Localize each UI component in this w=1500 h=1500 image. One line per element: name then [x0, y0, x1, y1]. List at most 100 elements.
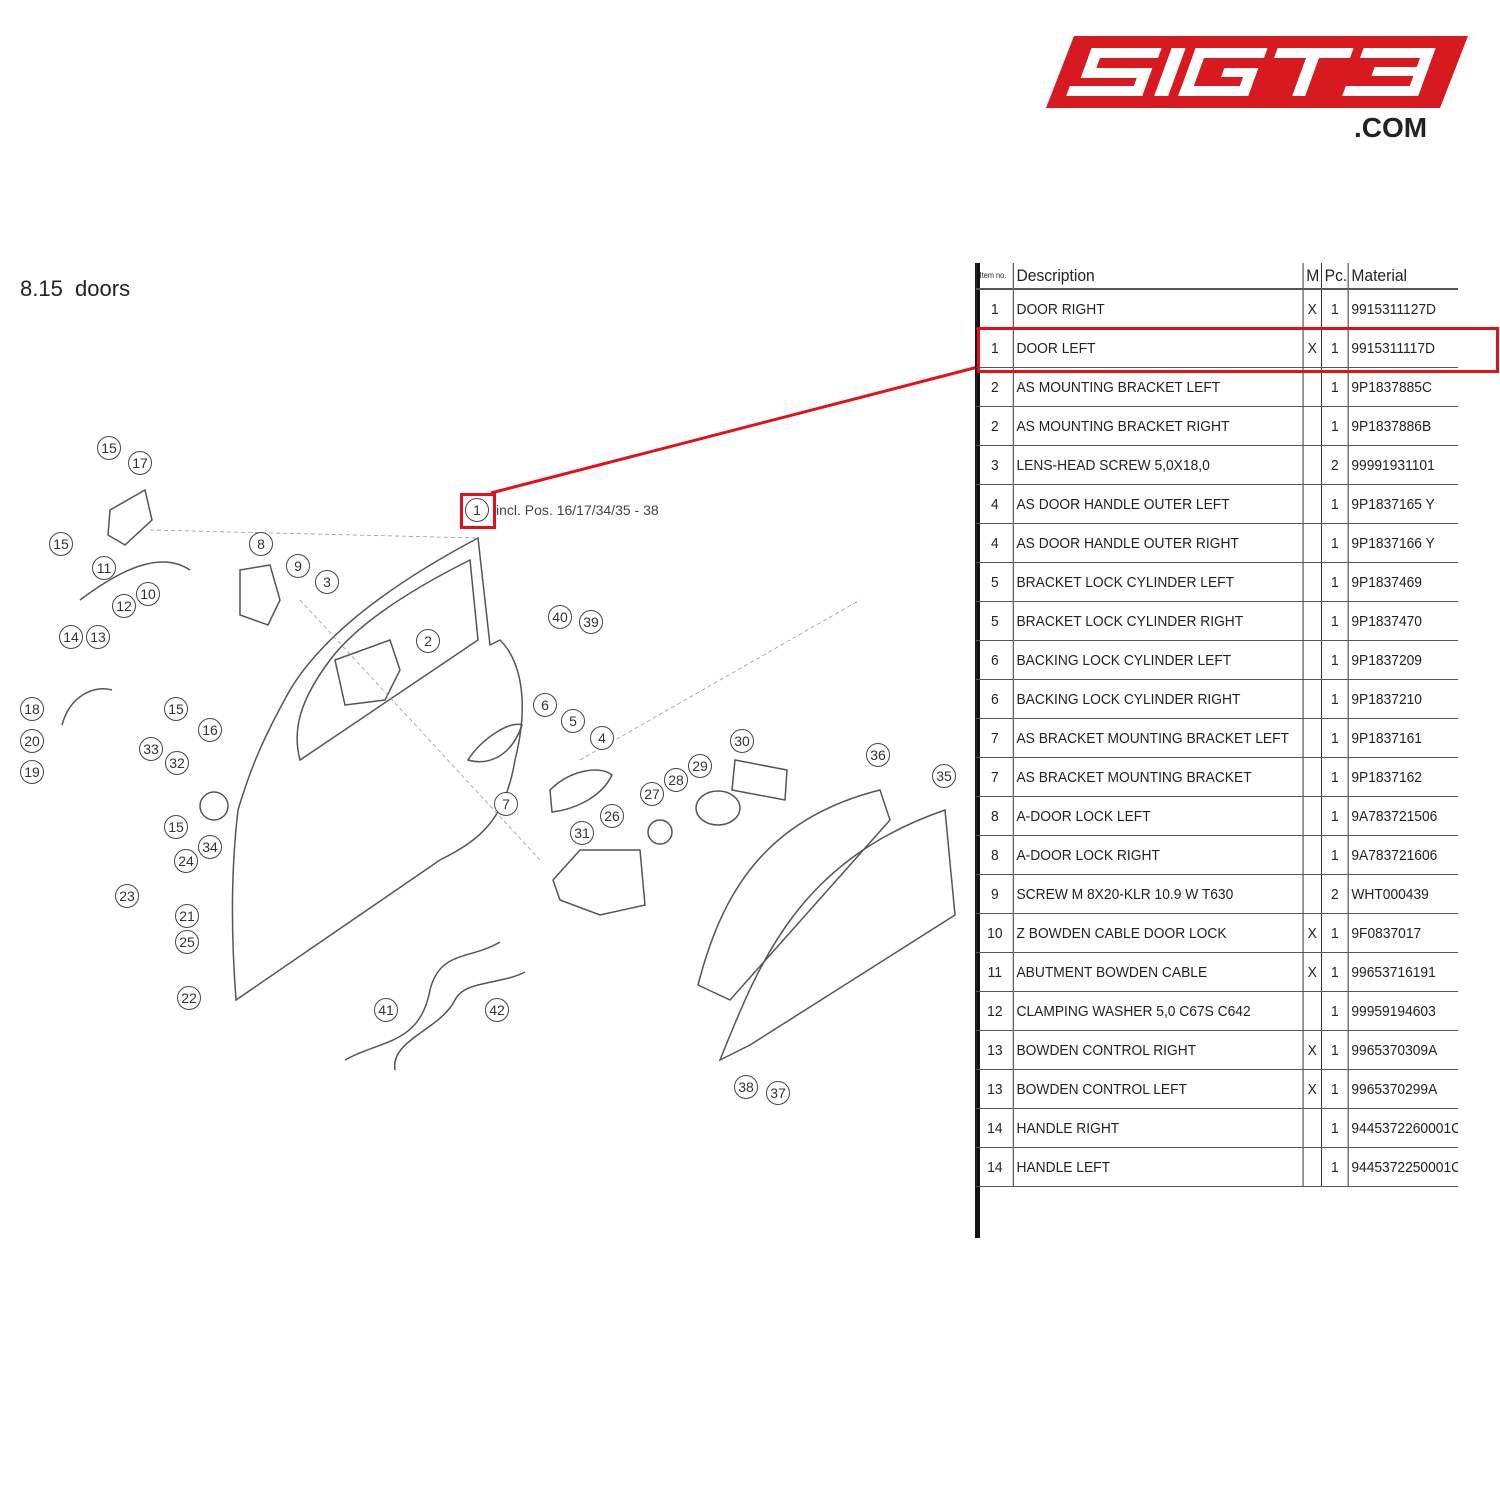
- row-item-no: 14: [976, 1147, 1014, 1187]
- row-pc: 1: [1320, 718, 1349, 758]
- row-material: 9965370309A: [1347, 1030, 1459, 1070]
- callout-22[interactable]: 22: [177, 986, 201, 1010]
- callout-15[interactable]: 15: [164, 697, 188, 721]
- row-material: 9P1837209: [1347, 640, 1459, 680]
- callout-30[interactable]: 30: [730, 729, 754, 753]
- callout-15[interactable]: 15: [97, 436, 121, 460]
- callout-42[interactable]: 42: [485, 998, 509, 1022]
- callout-7[interactable]: 7: [494, 792, 518, 816]
- row-description: AS BRACKET MOUNTING BRACKET: [1012, 757, 1304, 797]
- row-description: BACKING LOCK CYLINDER LEFT: [1012, 640, 1304, 680]
- callout-33[interactable]: 33: [139, 737, 163, 761]
- row-pc: 1: [1320, 484, 1349, 524]
- callout-8[interactable]: 8: [249, 532, 273, 556]
- callout-6[interactable]: 6: [533, 693, 557, 717]
- row-pc: 1: [1320, 835, 1349, 875]
- row-m: X: [1302, 1030, 1322, 1070]
- callout-25[interactable]: 25: [175, 930, 199, 954]
- callout-41[interactable]: 41: [374, 998, 398, 1022]
- callout-1[interactable]: 1: [465, 498, 489, 522]
- callout-5[interactable]: 5: [561, 709, 585, 733]
- row-material: 9P1837470: [1347, 601, 1459, 641]
- callout-15[interactable]: 15: [164, 815, 188, 839]
- row-description: Z BOWDEN CABLE DOOR LOCK: [1012, 913, 1304, 953]
- callout-37[interactable]: 37: [766, 1081, 790, 1105]
- callout-38[interactable]: 38: [734, 1075, 758, 1099]
- callout-12[interactable]: 12: [112, 594, 136, 618]
- callout-36[interactable]: 36: [866, 743, 890, 767]
- callout-10[interactable]: 10: [136, 582, 160, 606]
- callout-11[interactable]: 11: [92, 556, 116, 580]
- callout-40[interactable]: 40: [548, 605, 572, 629]
- callout-24[interactable]: 24: [174, 849, 198, 873]
- callout-32[interactable]: 32: [165, 751, 189, 775]
- row-item-no: 11: [976, 952, 1014, 992]
- callout-20[interactable]: 20: [20, 729, 44, 753]
- row-material: 9P1837885C: [1347, 367, 1459, 407]
- callout-39[interactable]: 39: [579, 610, 603, 634]
- callout-2[interactable]: 2: [416, 629, 440, 653]
- callout-35[interactable]: 35: [932, 764, 956, 788]
- callout-17[interactable]: 17: [128, 451, 152, 475]
- door-handle: [549, 769, 613, 813]
- wiring-harness-42: [394, 971, 526, 1071]
- row-m: [1302, 874, 1322, 914]
- callout-14[interactable]: 14: [59, 625, 83, 649]
- row-pc: 2: [1320, 445, 1349, 485]
- callout-23[interactable]: 23: [115, 884, 139, 908]
- callout-3[interactable]: 3: [315, 570, 339, 594]
- row-m: [1302, 679, 1322, 719]
- sigt3-logo[interactable]: [1046, 36, 1468, 108]
- callout-27[interactable]: 27: [640, 782, 664, 806]
- tweeter: [647, 819, 673, 845]
- callout-31[interactable]: 31: [570, 821, 594, 845]
- callout-15[interactable]: 15: [49, 532, 73, 556]
- highlighted-callout-box: [460, 493, 496, 529]
- row-m: X: [1302, 1069, 1322, 1109]
- row-m: [1302, 445, 1322, 485]
- callout-26[interactable]: 26: [600, 804, 624, 828]
- row-item-no: 5: [976, 562, 1014, 602]
- callout-28[interactable]: 28: [664, 768, 688, 792]
- callout-16[interactable]: 16: [198, 718, 222, 742]
- row-description: AS MOUNTING BRACKET LEFT: [1012, 367, 1304, 407]
- callout-34[interactable]: 34: [198, 835, 222, 859]
- row-material: 99991931101: [1347, 445, 1459, 485]
- callout-4[interactable]: 4: [590, 726, 614, 750]
- callout-18[interactable]: 18: [20, 697, 44, 721]
- row-item-no: 13: [976, 1030, 1014, 1070]
- row-item-no: 5: [976, 601, 1014, 641]
- callout-29[interactable]: 29: [688, 754, 712, 778]
- logo-domain-suffix: .COM: [1354, 112, 1428, 143]
- row-material: 9F0837017: [1347, 913, 1459, 953]
- callout-21[interactable]: 21: [175, 904, 199, 928]
- callout-9[interactable]: 9: [286, 554, 310, 578]
- callout-19[interactable]: 19: [20, 760, 44, 784]
- callout-13[interactable]: 13: [86, 625, 110, 649]
- row-m: [1302, 640, 1322, 680]
- row-item-no: 4: [976, 484, 1014, 524]
